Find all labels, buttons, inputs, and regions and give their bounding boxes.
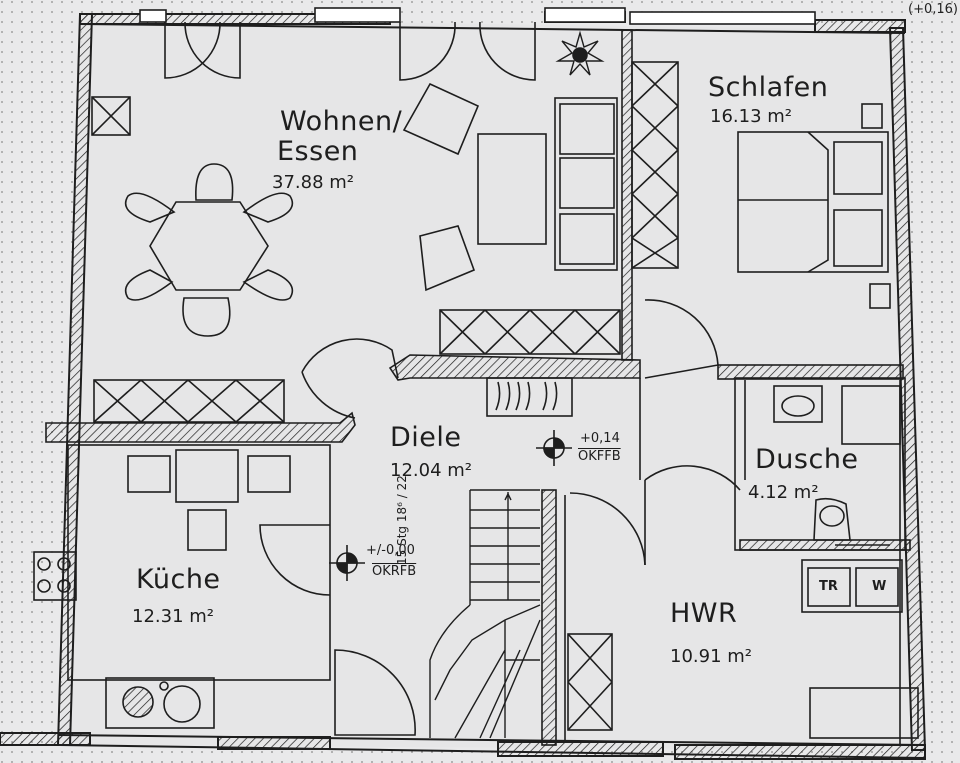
bedroom-furniture [631, 61, 891, 309]
interior-walls [45, 29, 911, 746]
room-name-wohnen-line1: Wohnen/ [280, 106, 403, 137]
hall-elements [486, 377, 573, 417]
shower-tray [841, 385, 901, 445]
washbasin [773, 385, 823, 423]
coat-rack [486, 377, 573, 417]
exterior-walls [0, 11, 927, 760]
level-marker-icon [536, 430, 572, 466]
level-value-diele: +0,14 [580, 431, 620, 446]
room-area-wohnen: 37.88 m² [272, 172, 355, 193]
toilet [813, 497, 851, 541]
kitchen-table [175, 449, 239, 503]
level-ref-entry: OKRFB [372, 564, 417, 579]
plant-icon [555, 30, 605, 76]
utility-fixtures [567, 559, 919, 739]
stairs-label: 15 Stg 18⁶ / 22 [395, 475, 409, 565]
door-swings [164, 21, 890, 736]
staircase [429, 489, 541, 739]
bathroom-fixtures [744, 380, 901, 541]
room-name-hwr: HWR [670, 598, 738, 629]
room-name-wohnen-line2: Essen [277, 136, 359, 167]
level-marker-icons [329, 430, 572, 581]
level-marker-icon [329, 545, 365, 581]
room-area-kueche: 12.31 m² [132, 606, 215, 627]
building-floor [60, 18, 925, 750]
sink [105, 677, 215, 729]
bed [737, 131, 889, 273]
washer [855, 567, 899, 607]
room-name-diele: Diele [390, 422, 462, 453]
room-area-schlafen: 16.13 m² [710, 106, 793, 127]
washer-label: W [872, 579, 887, 594]
level-value-entry: +/-0,00 [366, 543, 415, 558]
room-area-hwr: 10.91 m² [670, 646, 753, 667]
room-name-schlafen: Schlafen [708, 72, 829, 103]
top-windows [139, 7, 816, 25]
room-name-kueche: Küche [136, 564, 221, 595]
living-furniture [91, 30, 621, 355]
room-area-dusche: 4.12 m² [748, 482, 819, 503]
corner-label: (+0,16) [908, 2, 958, 17]
room-name-dusche: Dusche [755, 444, 859, 475]
room-area-diele: 12.04 m² [390, 460, 473, 481]
level-ref-diele: OKFFB [578, 449, 621, 464]
dryer-label: TR [819, 579, 838, 594]
dryer [807, 567, 851, 607]
dining-table [149, 201, 269, 291]
stove-icon [33, 551, 77, 601]
kitchen-furniture [33, 379, 291, 729]
